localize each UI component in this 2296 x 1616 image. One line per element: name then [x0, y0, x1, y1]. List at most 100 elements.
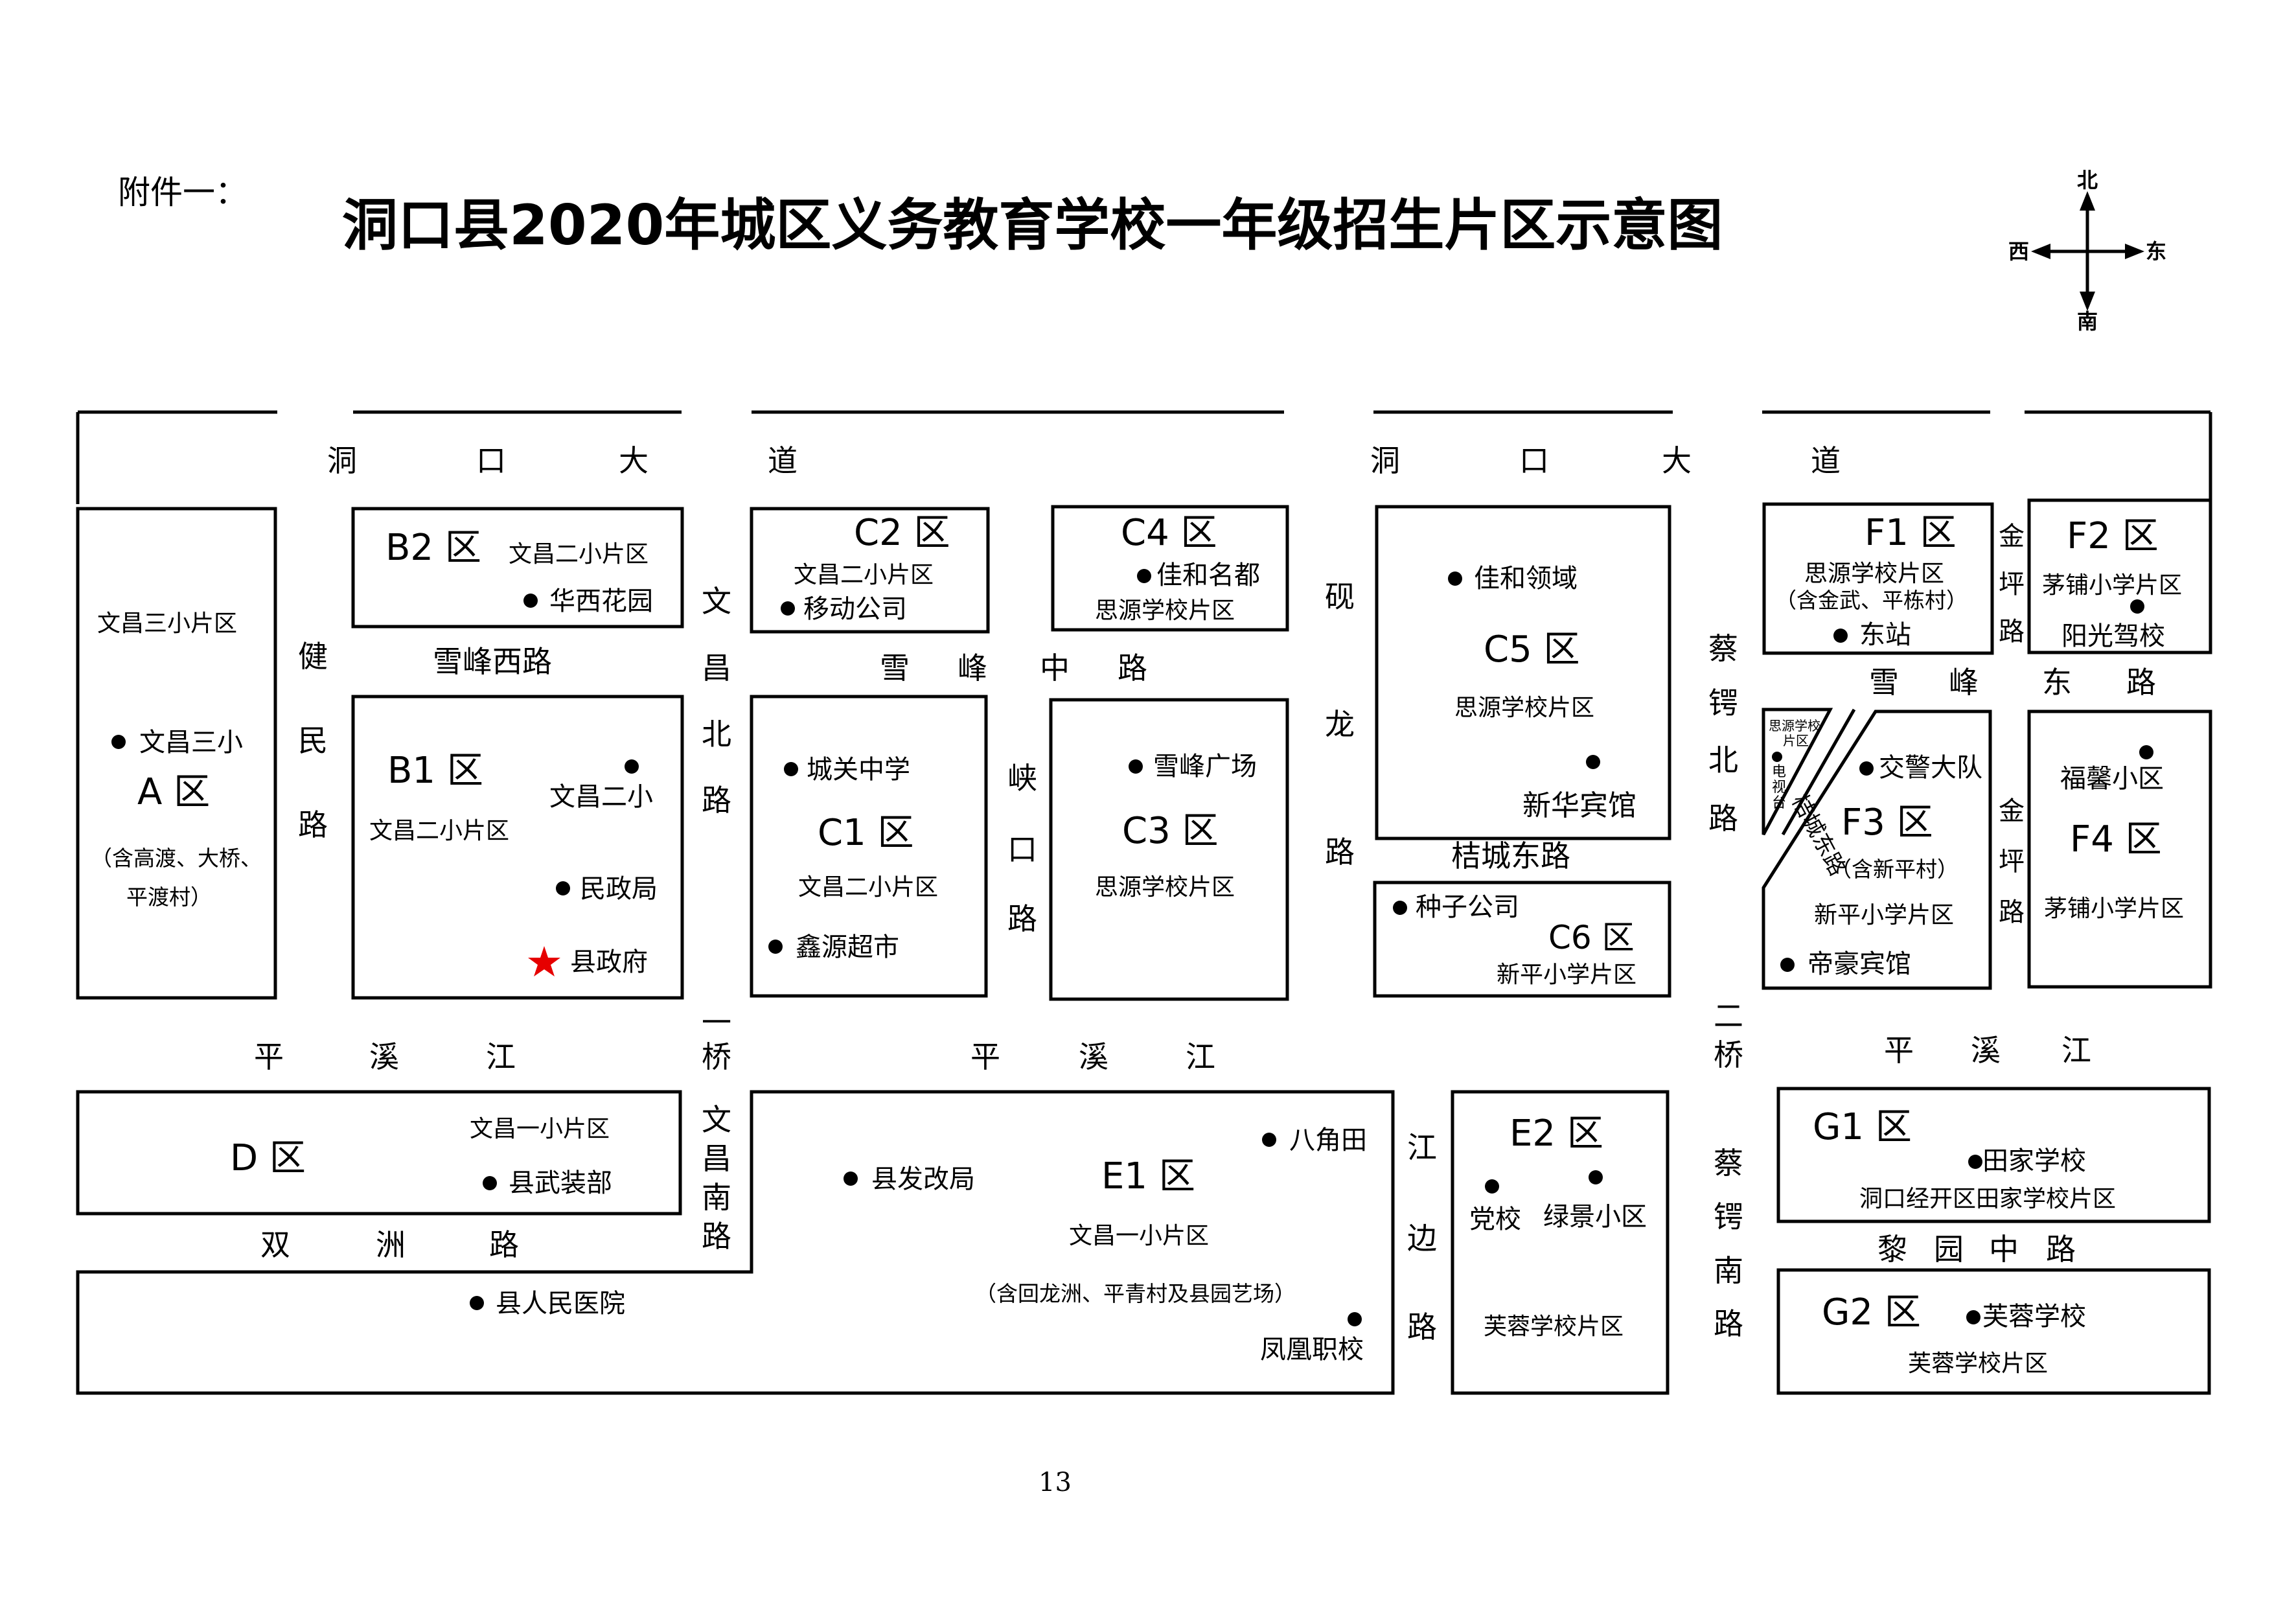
road-jinping: 金 [1999, 796, 2025, 826]
poi-dot-icon [768, 940, 783, 954]
zone-c6-boundary [1373, 881, 1671, 998]
poi-dot-icon [1833, 629, 1848, 643]
bridge-2-label: 桥 [1714, 1037, 1743, 1072]
zone-g1-school: 洞口经开区田家学校片区 [1859, 1186, 2117, 1212]
zone-e1-poi: 县人民医院 [496, 1289, 625, 1319]
compass-arrow-e [2125, 244, 2144, 259]
zone-e2-poi: 党校 [1469, 1205, 1521, 1234]
road-edge [1781, 708, 1856, 836]
zone-f4-boundary [2027, 710, 2212, 989]
zone-e1-name: E1 区 [1101, 1155, 1195, 1197]
zone-c2-school: 文昌二小片区 [794, 562, 934, 588]
poi-dot-icon [1448, 571, 1462, 586]
zone-c6-school: 新平小学片区 [1497, 962, 1637, 988]
poi-dot-icon [1262, 1133, 1276, 1147]
poi-dot-icon [781, 601, 795, 616]
zone-a-note: （含高渡、大桥、 [91, 846, 262, 871]
attachment-label: 附件一： [118, 174, 247, 211]
zone-f1-boundary [1762, 502, 1994, 655]
zone-f1-note: （含金武、平栋村） [1775, 588, 1968, 613]
zone-f4-name: F4 区 [2070, 818, 2162, 860]
zone-e1-note: （含回龙洲、平青村及县园艺场） [975, 1281, 1296, 1306]
zone-a-school: 文昌三小片区 [97, 610, 238, 637]
zone-f3-poi: 交警大队 [1879, 753, 1982, 783]
zone-c6-name: C6 区 [1548, 919, 1635, 956]
zone-f2-boundary [2027, 498, 2212, 654]
road-wenchang-south: 南 [702, 1180, 731, 1215]
zone-b1-poi: 县政府 [570, 947, 648, 977]
road-caie-south: 路 [1714, 1306, 1743, 1341]
road-caie-north: 路 [1708, 801, 1738, 836]
zone-b1-name: B1 区 [387, 750, 483, 792]
compass-arrow-n [2080, 191, 2095, 211]
compass-arrow-s [2080, 292, 2095, 311]
poi-dot-icon [483, 1176, 497, 1190]
road-dongkou-avenue: 大 [619, 443, 649, 478]
zone-g2-name: G2 区 [1822, 1291, 1921, 1333]
zone-a-boundary [76, 507, 277, 1000]
road-jiangbian: 路 [1407, 1310, 1437, 1345]
road-shuangzhou: 双 [260, 1227, 290, 1262]
river-pingxi: 平 [254, 1039, 284, 1074]
road-wenchang-north: 昌 [702, 651, 731, 686]
road-jinping: 坪 [1999, 847, 2025, 877]
zone-f3-poi: 帝豪宾馆 [1808, 949, 1911, 979]
zone-a-poi: 文昌三小 [139, 728, 243, 757]
zone-e1-poi: 县发改局 [871, 1164, 975, 1194]
zone-g2-boundary [1776, 1268, 2211, 1395]
road-caie-north: 锷 [1708, 686, 1738, 721]
zone-e2-school: 芙蓉学校片区 [1484, 1313, 1624, 1340]
page-title: 洞口县2020年城区义务教育学校一年级招生片区示意图 [342, 193, 1723, 258]
zone-b2-school: 文昌二小片区 [509, 541, 649, 568]
river-pingxi: 平 [970, 1039, 1000, 1074]
road-jinping: 路 [1999, 617, 2025, 647]
zone-c2-name: C2 区 [854, 512, 950, 554]
zone-a-name: A 区 [137, 771, 211, 813]
zone-c4-poi: 佳和名都 [1156, 560, 1260, 590]
compass-east-label: 东 [2146, 239, 2167, 264]
road-liyuan-middle: 黎 [1877, 1232, 1907, 1267]
zone-e2-poi: 绿景小区 [1543, 1202, 1647, 1232]
road-yanlong: 砚 [1325, 579, 1355, 614]
river-pingxi: 江 [486, 1039, 516, 1074]
road-jianmin: 健 [298, 639, 328, 674]
bridge-1-label: 一 [702, 1005, 731, 1040]
river-pingxi: 江 [1186, 1039, 1215, 1074]
river-pingxi: 溪 [1971, 1033, 2001, 1068]
zone-g2-school: 芙蓉学校片区 [1908, 1350, 2049, 1377]
road-jinping: 坪 [1999, 570, 2025, 599]
poi-dot-icon [2139, 745, 2153, 759]
road-yanlong: 龙 [1325, 707, 1355, 742]
zone-c5-poi: 新华宾馆 [1522, 789, 1636, 822]
zone-b1-boundary [351, 695, 684, 1000]
road-xuefeng-east: 路 [2126, 665, 2156, 700]
zone-c2-poi: 移动公司 [803, 594, 907, 624]
zone-c3-boundary [1049, 698, 1289, 1001]
zone-tv-poi: 电视台 [1772, 764, 1787, 812]
road-jinping: 金 [1999, 522, 2025, 551]
zone-f1-poi: 东站 [1859, 620, 1911, 650]
zone-c5-name: C5 区 [1484, 629, 1580, 671]
zone-f3-name: F3 区 [1841, 802, 1933, 844]
zone-f1-name: F1 区 [1865, 512, 1957, 554]
zone-c4-school: 思源学校片区 [1095, 597, 1235, 624]
zone-c3-poi: 雪峰广场 [1153, 752, 1257, 781]
zone-d-name: D 区 [230, 1137, 306, 1179]
zone-tv-school: 思源学校 [1769, 718, 1820, 733]
page-number: 13 [1039, 1468, 1072, 1497]
zone-c6-poi: 种子公司 [1416, 892, 1519, 922]
road-xuefeng-middle: 路 [1118, 651, 1147, 686]
poi-dot-icon [1137, 569, 1151, 583]
road-jianmin: 路 [298, 807, 328, 842]
poi-dot-icon [625, 759, 639, 774]
zone-tv-boundary [1762, 708, 1833, 836]
zone-c3-name: C3 区 [1122, 810, 1219, 852]
zone-e1-poi: 八角田 [1289, 1125, 1367, 1155]
zone-f2-school: 茅铺小学片区 [2042, 572, 2183, 599]
zone-b2-name: B2 区 [385, 527, 481, 569]
road-xuefeng-middle: 雪 [880, 651, 910, 686]
poi-dot-icon [1968, 1155, 1982, 1169]
zone-e1-poi: 凤凰职校 [1260, 1335, 1364, 1365]
